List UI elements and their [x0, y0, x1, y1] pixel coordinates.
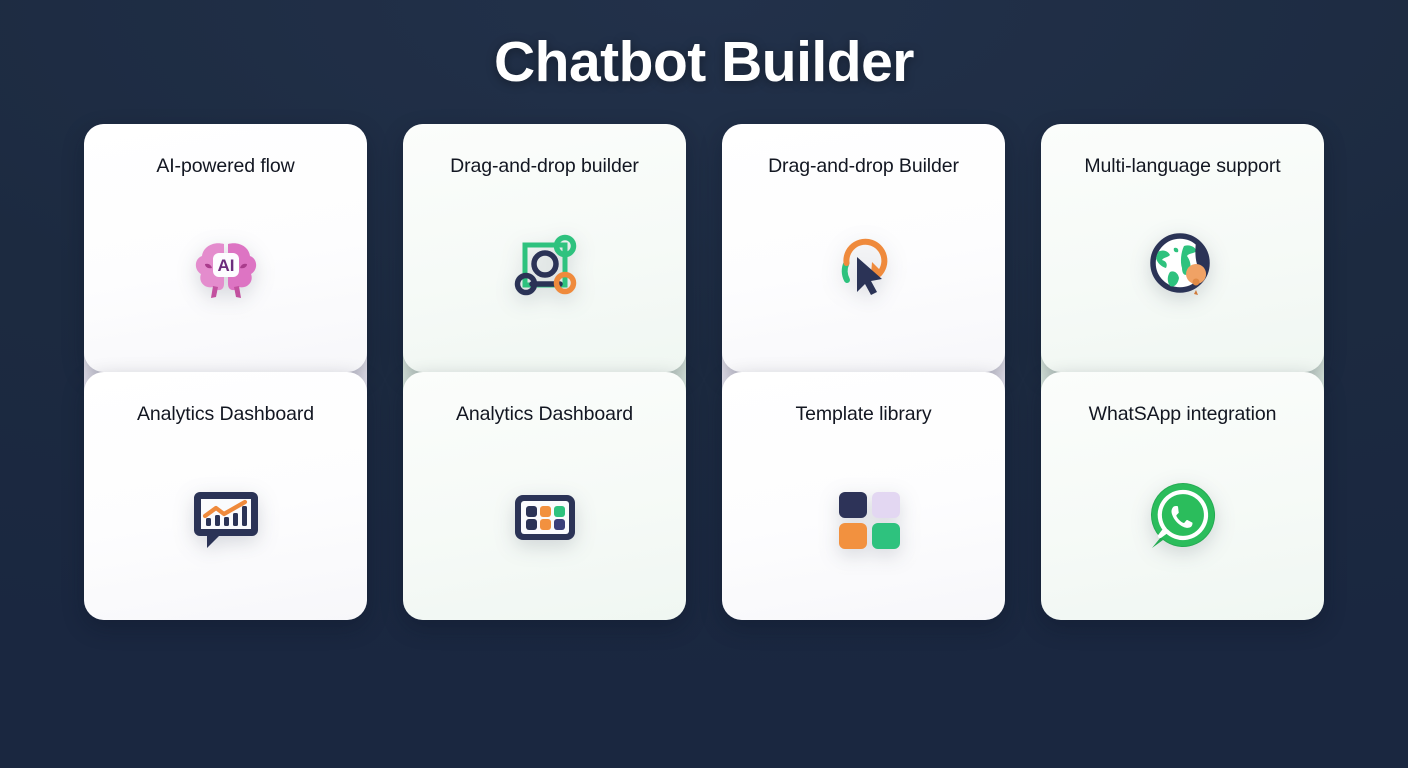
card-title: WhatSApp integration — [1088, 403, 1277, 426]
card-title: Analytics Dashboard — [456, 403, 633, 426]
ai-brain-icon: AI — [183, 224, 269, 310]
feature-card-grid: AI-powered flow A — [84, 124, 1324, 621]
card-icon-slot — [740, 427, 987, 603]
ai-brain-icon-label: AI — [217, 256, 234, 275]
feature-card-multi-language-support[interactable]: Multi-language support — [1041, 124, 1324, 373]
feature-column-2: Drag-and-drop builder — [403, 124, 686, 621]
page-title: Chatbot Builder — [494, 30, 914, 94]
feature-card-analytics-dashboard-2[interactable]: Analytics Dashboard — [403, 372, 686, 621]
card-icon-slot — [421, 427, 668, 603]
feature-card-analytics-dashboard-1[interactable]: Analytics Dashboard — [84, 372, 367, 621]
chat-bar-chart-icon — [183, 472, 269, 558]
feature-card-ai-powered-flow[interactable]: AI-powered flow A — [84, 124, 367, 373]
feature-column-1: AI-powered flow A — [84, 124, 367, 621]
card-icon-slot — [421, 179, 668, 355]
feature-card-drag-and-drop-builder-2[interactable]: Drag-and-drop Builder — [722, 124, 1005, 373]
card-title: Analytics Dashboard — [137, 403, 314, 426]
card-icon-slot — [740, 179, 987, 355]
card-title: AI-powered flow — [156, 155, 295, 178]
feature-card-template-library[interactable]: Template library — [722, 372, 1005, 621]
cursor-refresh-icon — [821, 224, 907, 310]
globe-pin-icon — [1140, 224, 1226, 310]
card-icon-slot — [102, 427, 349, 603]
four-tiles-icon — [821, 472, 907, 558]
node-graph-icon — [502, 224, 588, 310]
card-icon-slot — [1059, 427, 1306, 603]
feature-card-whatsapp-integration[interactable]: WhatSApp integration — [1041, 372, 1324, 621]
card-icon-slot — [1059, 179, 1306, 355]
card-icon-slot: AI — [102, 179, 349, 355]
card-title: Drag-and-drop Builder — [768, 155, 959, 178]
feature-column-3: Drag-and-drop Builder Template library — [722, 124, 1005, 621]
card-title: Drag-and-drop builder — [450, 155, 639, 178]
card-title: Multi-language support — [1084, 155, 1281, 178]
dashboard-grid-icon — [502, 472, 588, 558]
whatsapp-icon — [1140, 472, 1226, 558]
feature-column-4: Multi-language support — [1041, 124, 1324, 621]
card-title: Template library — [795, 403, 932, 426]
feature-card-drag-and-drop-builder-1[interactable]: Drag-and-drop builder — [403, 124, 686, 373]
